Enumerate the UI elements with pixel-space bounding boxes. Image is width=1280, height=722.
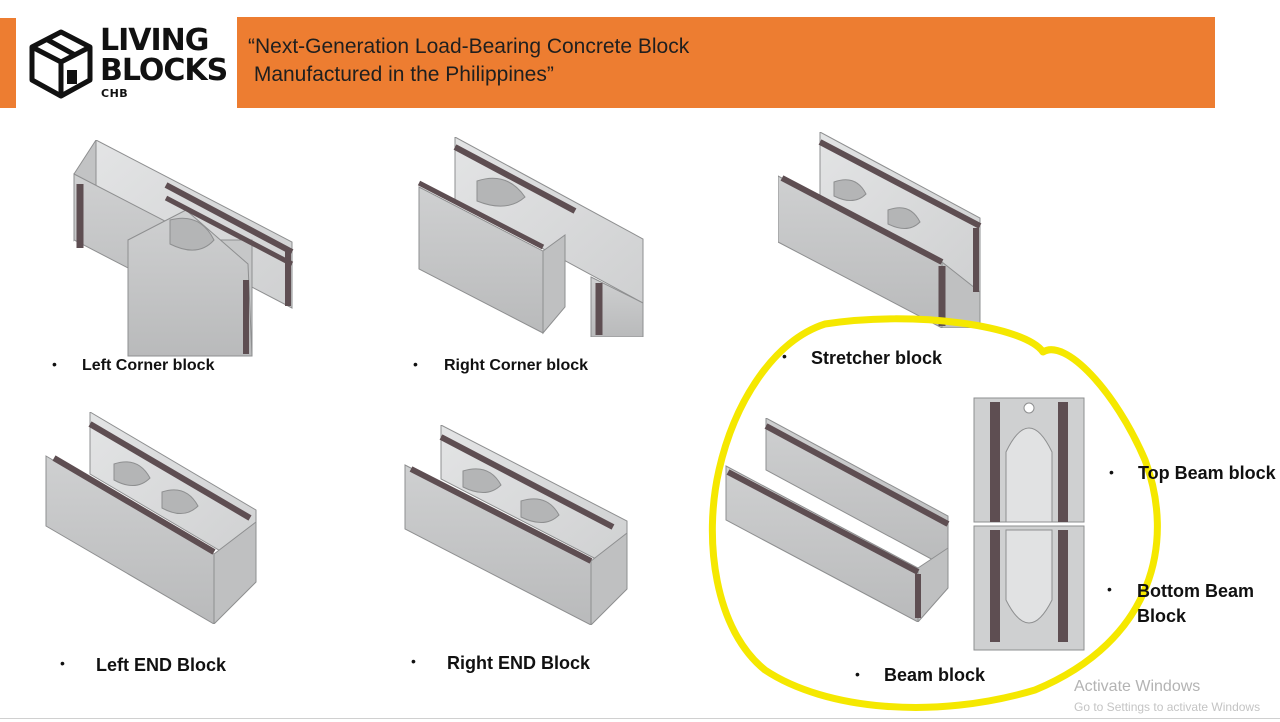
right-corner-block-image [417, 137, 644, 337]
header-banner [237, 17, 1215, 108]
bullet: • [1107, 581, 1112, 597]
logo-wordmark-blocks: BLOCKS [100, 53, 228, 88]
logo-wordmark-chb: CHB [101, 87, 129, 100]
label-right-corner-block: Right Corner block [444, 357, 589, 374]
beam-profile-image [973, 397, 1085, 651]
label-beam-block: Beam block [884, 665, 986, 685]
left-end-block-image [45, 412, 257, 624]
activate-windows-watermark-subtitle: Go to Settings to activate Windows [1074, 700, 1261, 714]
label-left-corner-block: Left Corner block [82, 357, 215, 374]
label-right-end-block: Right END Block [447, 653, 591, 673]
bullet: • [1109, 464, 1114, 480]
bullet: • [411, 653, 416, 669]
headline-line-1: “Next-Generation Load-Bearing Concrete B… [248, 35, 690, 58]
label-bottom-beam-line-1: Bottom Beam [1137, 581, 1255, 601]
divider [0, 718, 1280, 719]
accent-stripe [0, 18, 16, 108]
highlight-circle [708, 315, 1161, 711]
living-blocks-logo-icon [29, 29, 93, 99]
label-bottom-beam-line-2: Block [1137, 606, 1187, 626]
page-headline: “Next-Generation Load-Bearing Concrete B… [248, 33, 689, 89]
left-corner-block-image [73, 140, 294, 357]
bullet: • [782, 348, 787, 364]
activate-windows-watermark-title: Activate Windows [1074, 678, 1201, 695]
stretcher-block-image [778, 132, 982, 328]
bullet: • [52, 356, 57, 372]
bullet: • [413, 356, 418, 372]
label-top-beam-block: Top Beam block [1138, 463, 1276, 483]
right-end-block-image [404, 425, 628, 625]
label-stretcher-block: Stretcher block [811, 348, 943, 368]
bullet: • [855, 666, 860, 682]
bullet: • [60, 655, 65, 671]
beam-block-image [725, 418, 950, 622]
headline-line-2: Manufactured in the Philippines” [248, 63, 554, 86]
logo-wordmark-living: LIVING [100, 23, 209, 58]
label-left-end-block: Left END Block [96, 655, 227, 675]
